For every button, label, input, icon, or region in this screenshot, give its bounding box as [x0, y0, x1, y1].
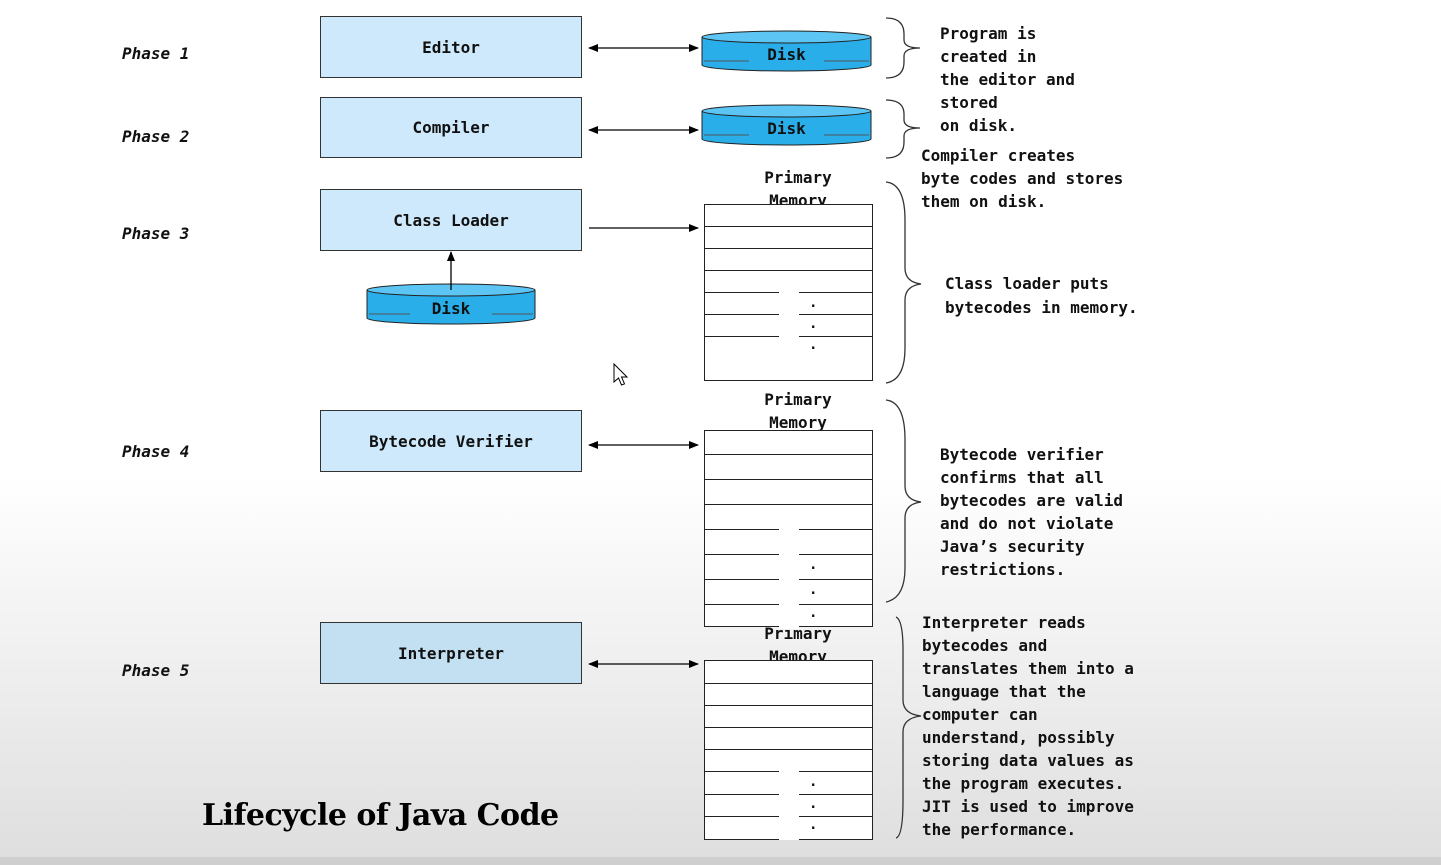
memory-cell: .: [809, 337, 818, 353]
memory-cell: .: [705, 604, 872, 629]
memory-cell: .: [705, 771, 872, 795]
disk-label: Disk: [431, 299, 471, 318]
primary-memory-grid-phase-5: . . .: [704, 660, 873, 840]
description-phase-4: Bytecode verifier confirms that all byte…: [940, 445, 1124, 579]
mouse-pointer-icon: [613, 362, 629, 386]
disk-cylinder-icon: [701, 30, 872, 72]
phase-5-label: Phase 5: [122, 661, 190, 680]
phase-1-label: Phase 1: [122, 44, 190, 63]
memory-cell: [705, 480, 872, 505]
memory-cell: [705, 728, 872, 750]
brace-phase-4: [885, 399, 922, 603]
memory-label-text: Primary Memory: [764, 168, 832, 204]
memory-cell: [705, 205, 872, 227]
diagram-title: Lifecycle of Java Code: [202, 798, 559, 833]
memory-cell: [705, 529, 872, 555]
memory-cell: [705, 684, 872, 706]
disk-label: Disk: [767, 119, 806, 138]
brace-phase-1: [885, 17, 921, 79]
description-phase-2: Compiler creates byte codes and stores t…: [921, 146, 1124, 211]
memory-cell: [705, 227, 872, 249]
primary-memory-grid-phase-4: . . .: [704, 430, 873, 629]
memory-cell: [705, 455, 872, 480]
primary-memory-grid-phase-3: . . .: [704, 204, 873, 381]
memory-cell: [705, 750, 872, 772]
disk-phase-3: Disk: [366, 282, 536, 326]
memory-label-text: Primary Memory: [764, 390, 832, 432]
disk-cylinder-icon: [366, 283, 536, 325]
description-phase-3: Class loader puts bytecodes in memory.: [945, 274, 1138, 317]
editor-box: Editor: [320, 16, 582, 78]
memory-cell: .: [705, 794, 872, 817]
phase-3-label: Phase 3: [122, 224, 190, 243]
memory-label-text: Primary Memory: [764, 624, 832, 660]
memory-cell: .: [705, 314, 872, 337]
disk-label: Disk: [767, 45, 806, 64]
disk-cylinder-icon: [701, 104, 872, 146]
memory-cell: [705, 431, 872, 455]
bottom-edge: [0, 857, 1441, 865]
description-phase-1: Program is created in the editor and sto…: [940, 24, 1075, 135]
brace-phase-5: [895, 616, 922, 839]
primary-memory-label-phase-4: Primary Memory: [736, 388, 860, 432]
interpreter-box: Interpreter: [320, 622, 582, 684]
memory-cell: .: [705, 292, 872, 315]
memory-cell: [705, 661, 872, 684]
disk-phase-1: Disk: [701, 29, 872, 73]
memory-cell: .: [705, 816, 872, 840]
brace-phase-3: [885, 181, 922, 384]
memory-cell: .: [705, 579, 872, 605]
primary-memory-label-phase-3: Primary Memory: [736, 166, 860, 204]
memory-cell: [705, 706, 872, 728]
phase-4-label: Phase 4: [122, 442, 190, 461]
memory-cell: .: [705, 554, 872, 580]
memory-cell: [705, 249, 872, 271]
phase-2-label: Phase 2: [122, 127, 190, 146]
bytecode-verifier-box: Bytecode Verifier: [320, 410, 582, 472]
compiler-box: Compiler: [320, 97, 582, 158]
memory-cell: [705, 271, 872, 293]
brace-phase-2: [885, 99, 921, 159]
class-loader-box: Class Loader: [320, 189, 582, 251]
disk-phase-2: Disk: [701, 103, 872, 147]
memory-cell: [705, 505, 872, 530]
description-phase-5: Interpreter reads bytecodes and translat…: [922, 613, 1134, 839]
